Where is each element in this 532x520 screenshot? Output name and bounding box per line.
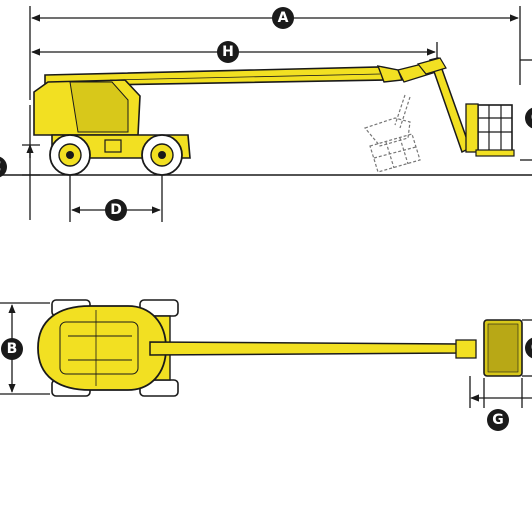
dimension-a: A xyxy=(29,6,521,100)
top-boom xyxy=(149,339,477,359)
label-h-badge xyxy=(217,41,239,63)
work-platform-basket xyxy=(465,103,515,157)
label-g: G xyxy=(492,412,504,428)
front-wheel xyxy=(141,134,183,176)
label-a: A xyxy=(278,10,289,26)
top-chassis xyxy=(37,305,171,391)
ghost-platform xyxy=(363,94,421,173)
label-c-right: C xyxy=(531,110,532,126)
label-c-badge-right xyxy=(525,107,532,129)
label-b-badge xyxy=(1,338,23,360)
top-view: B xyxy=(0,299,532,431)
label-c-badge-top xyxy=(525,337,532,359)
label-c-badge-left xyxy=(0,156,7,178)
dimension-c-top: C xyxy=(522,319,532,377)
label-a-badge xyxy=(272,7,294,29)
dimension-platform-height: C xyxy=(520,59,532,161)
dimension-b: B xyxy=(0,302,50,395)
label-d-badge xyxy=(105,199,127,221)
label-d: D xyxy=(110,202,122,218)
dimension-ground-clearance: C xyxy=(0,105,40,220)
jib-arm xyxy=(397,57,471,154)
label-g-badge xyxy=(487,409,509,431)
side-view: A H xyxy=(0,6,532,222)
rear-wheel xyxy=(49,134,91,176)
dimension-d: D xyxy=(69,175,163,222)
label-c-left: C xyxy=(0,159,1,175)
dimension-h: H xyxy=(31,41,438,68)
top-basket xyxy=(483,319,523,377)
label-h: H xyxy=(222,44,234,60)
label-c-top: C xyxy=(531,340,532,356)
dimension-g: G xyxy=(469,376,532,431)
main-boom xyxy=(44,65,403,87)
label-b: B xyxy=(7,341,18,357)
